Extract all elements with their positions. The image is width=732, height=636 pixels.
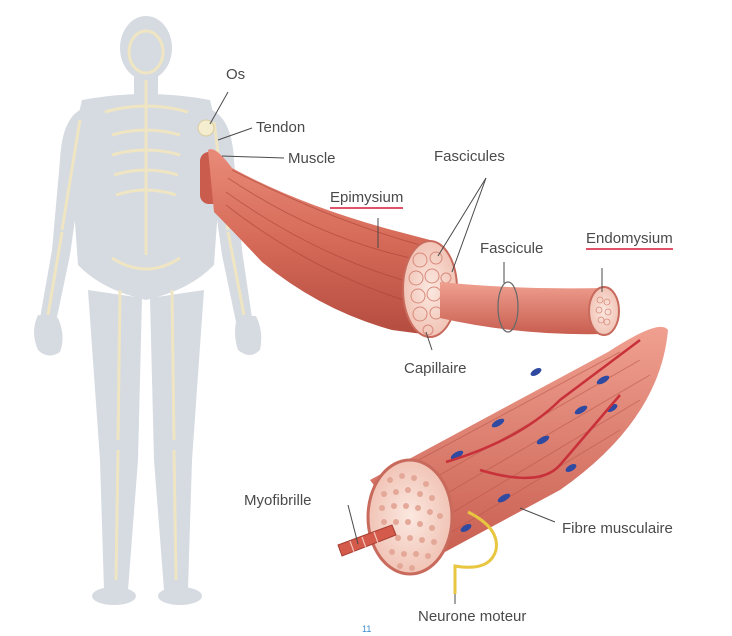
label-neurone-moteur: Neurone moteur	[418, 608, 526, 625]
label-muscle: Muscle	[288, 150, 336, 167]
human-body-silhouette	[34, 16, 261, 605]
label-os: Os	[226, 66, 245, 83]
label-fascicule: Fascicule	[480, 240, 543, 257]
shoulder-bone-marker	[198, 120, 214, 136]
label-endomysium: Endomysium	[586, 230, 673, 250]
label-epimysium: Epimysium	[330, 189, 403, 209]
label-myofibrille: Myofibrille	[244, 492, 312, 509]
label-fibre-musculaire: Fibre musculaire	[562, 520, 673, 537]
fascicle-cross-section	[589, 287, 619, 335]
page-marker: 11	[362, 624, 371, 634]
label-capillaire: Capillaire	[404, 360, 467, 377]
fascicle-tube	[440, 282, 604, 334]
label-tendon: Tendon	[256, 119, 305, 136]
label-fascicules: Fascicules	[434, 148, 505, 165]
